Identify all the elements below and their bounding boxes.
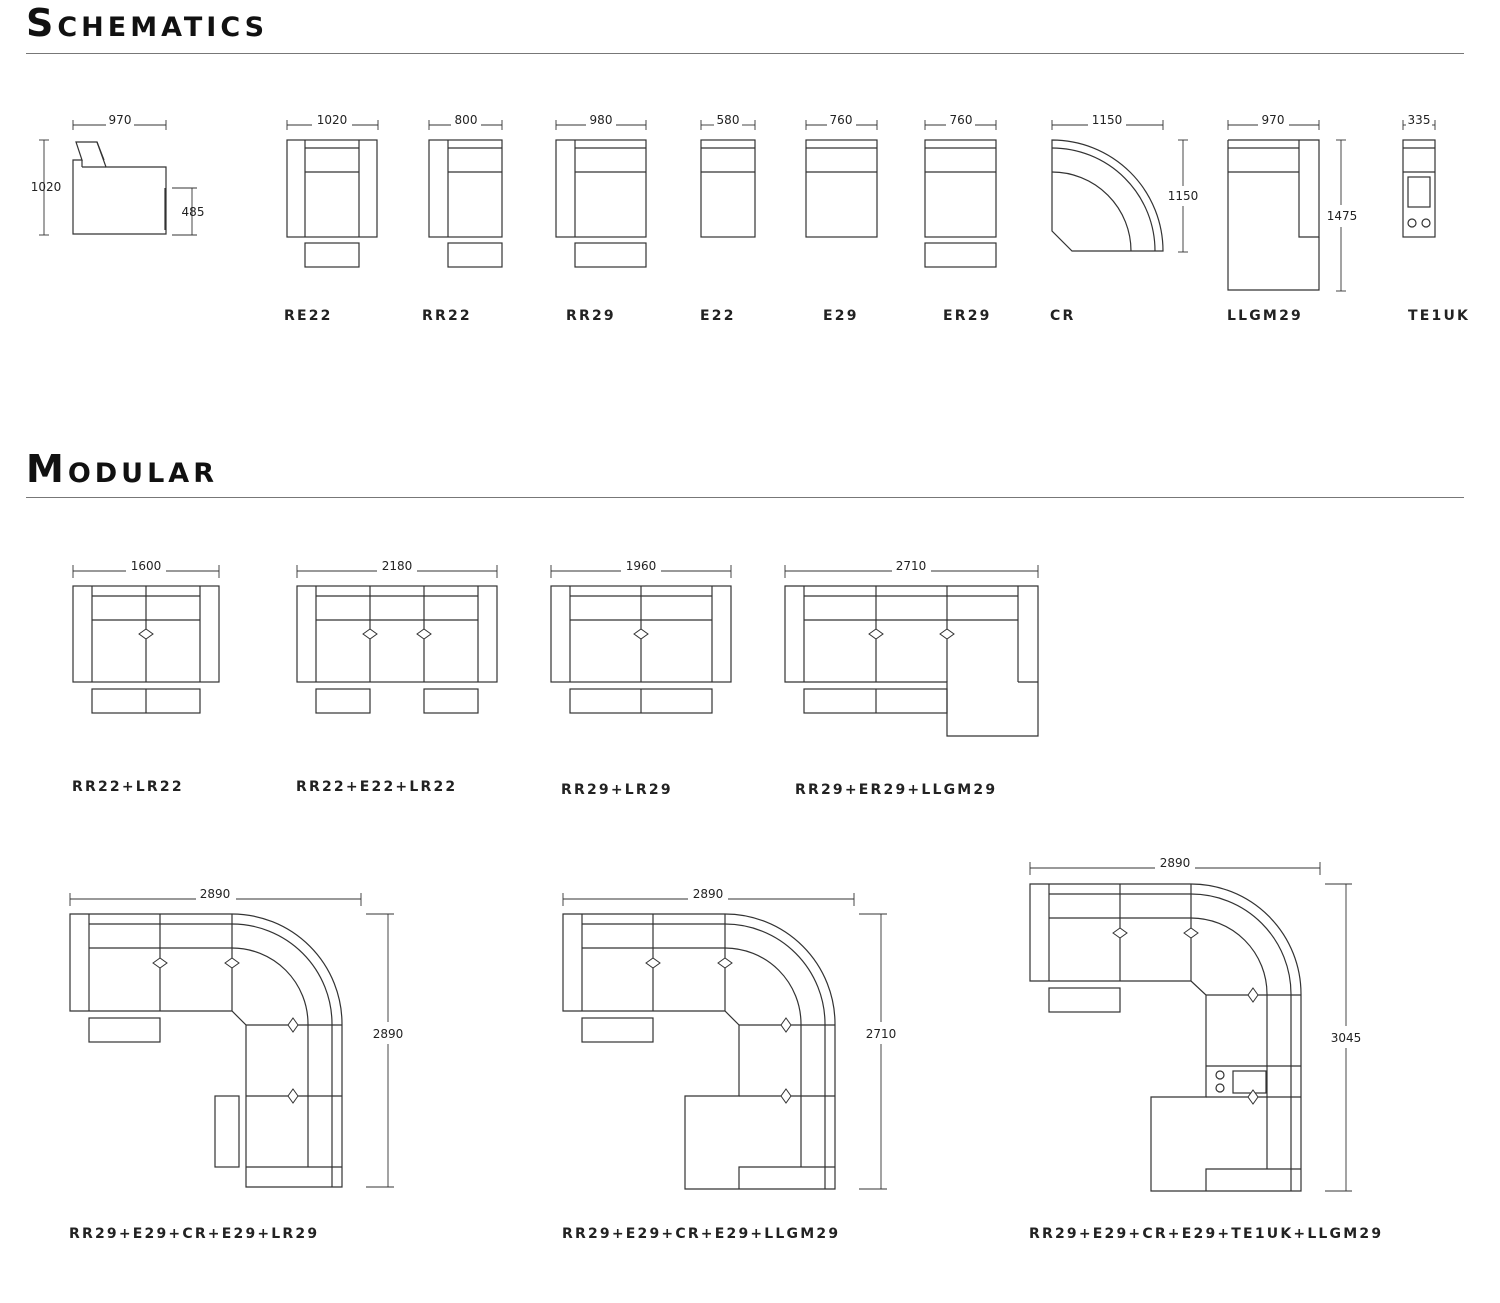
combo-width-label: 2710 xyxy=(896,559,927,573)
unit-re22: 1020 RE22 xyxy=(284,113,379,324)
combo-rr29-e29-cr-e29-te1uk-llgm29: 2890 3045 RR29+E29+CR+E29+TE1UK+LLGM29 xyxy=(1029,856,1383,1242)
side-view-seat-height-label: 485 xyxy=(182,205,205,219)
unit-code-label: ER29 xyxy=(943,308,992,324)
unit-width-label: 580 xyxy=(717,113,740,127)
unit-code-label: TE1UK xyxy=(1408,308,1470,324)
unit-code-label: CR xyxy=(1050,308,1075,324)
unit-te1uk: 335 TE1UK xyxy=(1402,113,1470,324)
combo-rr22-e22-lr22: 2180 RR22+E22+LR22 xyxy=(296,559,498,795)
unit-depth-label: 1475 xyxy=(1327,209,1358,223)
unit-e29: 760 E29 xyxy=(805,113,878,324)
section-title-schematics: Schematics xyxy=(26,1,269,45)
combo-code-label: RR29+ER29+LLGM29 xyxy=(795,782,997,798)
combo-width-label: 2890 xyxy=(693,887,724,901)
unit-width-label: 760 xyxy=(950,113,973,127)
unit-rr29: 980 RR29 xyxy=(555,113,647,324)
combo-code-label: RR29+LR29 xyxy=(561,782,673,798)
unit-width-label: 1150 xyxy=(1092,113,1123,127)
combo-depth-label: 2710 xyxy=(866,1027,897,1041)
section-divider xyxy=(26,497,1464,498)
combo-width-label: 2890 xyxy=(1160,856,1191,870)
combo-rr29-lr29: 1960 RR29+LR29 xyxy=(550,559,732,798)
side-view-width-label: 970 xyxy=(109,113,132,127)
unit-code-label: RR29 xyxy=(566,308,616,324)
combo-code-label: RR29+E29+CR+E29+LLGM29 xyxy=(562,1226,840,1242)
unit-rr22: 800 RR22 xyxy=(422,113,503,324)
combo-width-label: 2890 xyxy=(200,887,231,901)
combo-rr22-lr22: 1600 RR22+LR22 xyxy=(72,559,220,795)
section-divider xyxy=(26,53,1464,54)
side-view: 970 1020 485 xyxy=(31,113,205,236)
combo-depth-label: 3045 xyxy=(1331,1031,1362,1045)
combo-width-label: 2180 xyxy=(382,559,413,573)
unit-e22: 580 E22 xyxy=(700,113,756,324)
combo-code-label: RR22+E22+LR22 xyxy=(296,779,457,795)
unit-width-label: 980 xyxy=(590,113,613,127)
side-view-height-label: 1020 xyxy=(31,180,62,194)
combo-code-label: RR29+E29+CR+E29+TE1UK+LLGM29 xyxy=(1029,1226,1383,1242)
combo-rr29-e29-cr-e29-llgm29: 2890 2710 RR29+E29+CR+E29+LLGM29 xyxy=(562,887,896,1242)
unit-code-label: E22 xyxy=(700,308,736,324)
combo-depth-label: 2890 xyxy=(373,1027,404,1041)
combo-code-label: RR29+E29+CR+E29+LR29 xyxy=(69,1226,319,1242)
unit-width-label: 1020 xyxy=(317,113,348,127)
unit-width-label: 760 xyxy=(830,113,853,127)
unit-width-label: 800 xyxy=(455,113,478,127)
unit-llgm29: 970 1475 LLGM29 xyxy=(1227,113,1357,324)
unit-width-label: 970 xyxy=(1262,113,1285,127)
unit-code-label: E29 xyxy=(823,308,859,324)
combo-rr29-e29-cr-e29-lr29: 2890 2890 RR29+E29+CR+E29+LR29 xyxy=(69,887,403,1242)
combo-code-label: RR22+LR22 xyxy=(72,779,184,795)
combo-rr29-er29-llgm29: 2710 RR29+ER29+LLGM29 xyxy=(784,559,1039,798)
unit-code-label: RE22 xyxy=(284,308,333,324)
combo-width-label: 1600 xyxy=(131,559,162,573)
unit-er29: 760 ER29 xyxy=(924,113,997,324)
unit-depth-label: 1150 xyxy=(1168,189,1199,203)
unit-width-label: 335 xyxy=(1408,113,1431,127)
unit-code-label: LLGM29 xyxy=(1227,308,1303,324)
section-title-modular: Modular xyxy=(26,447,218,491)
combo-width-label: 1960 xyxy=(626,559,657,573)
unit-code-label: RR22 xyxy=(422,308,472,324)
unit-cr: 1150 1150 CR xyxy=(1050,113,1198,324)
